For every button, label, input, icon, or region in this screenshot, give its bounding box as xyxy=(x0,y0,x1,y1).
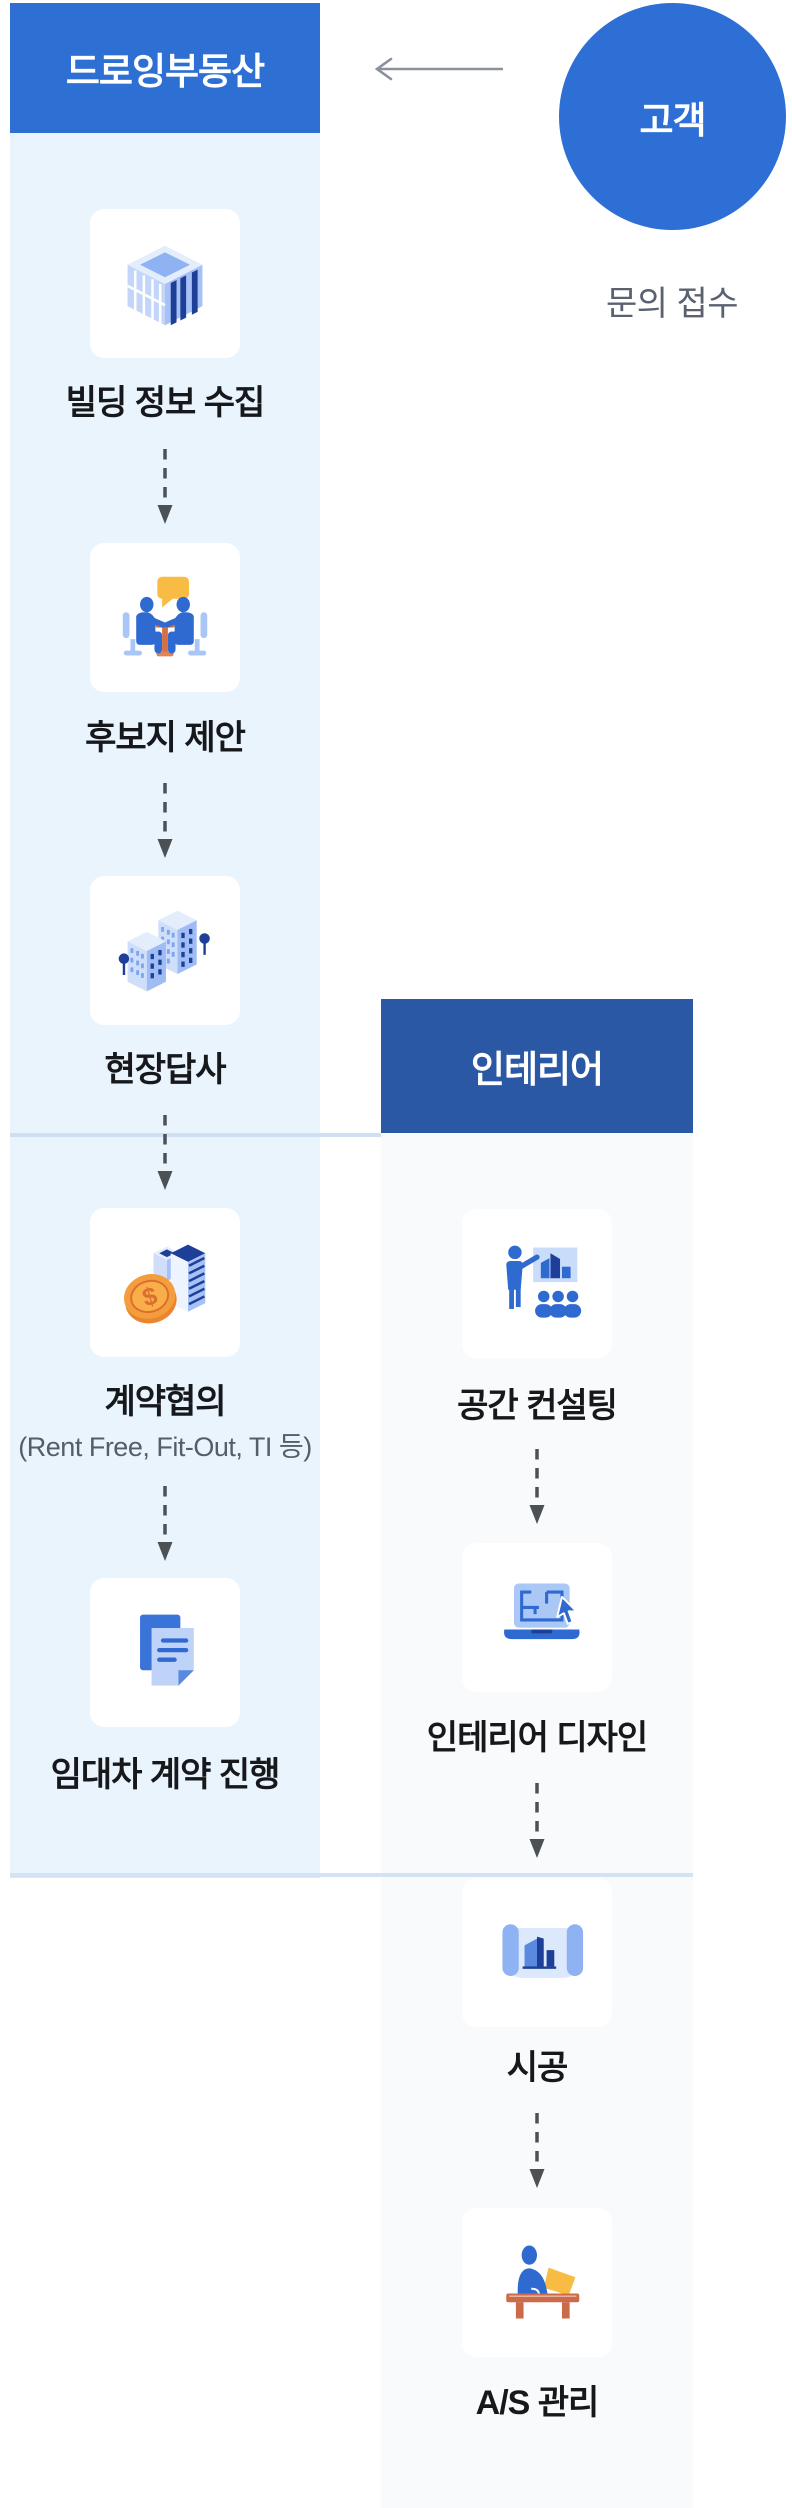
customer-label: 고객 xyxy=(639,99,706,141)
step-sublabel-contract-negotiation: (Rent Free, Fit-Out, TI 등) xyxy=(18,1432,312,1462)
step-card-contract-negotiation: $ xyxy=(90,1208,240,1357)
office-building-icon xyxy=(126,245,203,325)
step-label-lease-contract: 임대차 계약 진행 xyxy=(50,1756,281,1794)
step-label-contract-negotiation: 계약협의 xyxy=(104,1383,226,1421)
connector-line-bottom xyxy=(10,1873,693,1877)
step-card-interior-design xyxy=(462,1543,612,1692)
down-arrow-icon xyxy=(529,1449,545,1524)
step-card-as-management xyxy=(462,2208,612,2357)
step-label-interior-design: 인테리어 디자인 xyxy=(426,1719,648,1757)
contract-documents-icon xyxy=(140,1614,194,1686)
realestate-header: 드로잉부동산 xyxy=(10,3,320,133)
blueprint-construction-icon xyxy=(502,1923,584,1978)
left-arrow-icon xyxy=(374,57,503,81)
support-desk-icon xyxy=(506,2245,580,2319)
site-buildings-icon xyxy=(118,910,210,991)
step-label-as-management: A/S 관리 xyxy=(475,2384,600,2422)
step-card-space-consulting xyxy=(462,1209,612,1358)
realestate-header-title: 드로잉부동산 xyxy=(65,51,265,92)
laptop-floorplan-icon xyxy=(504,1582,580,1639)
connector-line-top xyxy=(10,1133,381,1137)
step-label-construction: 시공 xyxy=(506,2049,569,2087)
step-card-building-info xyxy=(90,209,240,358)
down-arrow-icon xyxy=(157,783,173,858)
step-label-building-info: 빌딩 정보 수집 xyxy=(65,384,266,422)
step-label-site-visit: 현장답사 xyxy=(104,1051,226,1089)
step-card-lease-contract xyxy=(90,1578,240,1727)
step-card-construction xyxy=(462,1878,612,2027)
step-card-site-proposal xyxy=(90,543,240,692)
interior-header-title: 인테리어 xyxy=(470,1049,604,1090)
step-label-space-consulting: 공간 컨설팅 xyxy=(457,1387,618,1425)
interior-header: 인테리어 xyxy=(381,999,693,1133)
inquiry-label: 문의 접수 xyxy=(605,285,739,323)
down-arrow-icon xyxy=(157,1115,173,1190)
down-arrow-icon xyxy=(529,1783,545,1858)
down-arrow-icon xyxy=(157,449,173,524)
space-consulting-presentation-icon xyxy=(506,1245,582,1318)
customer-circle: 고객 xyxy=(559,3,786,230)
down-arrow-icon xyxy=(529,2113,545,2188)
coin-building-icon: $ xyxy=(123,1244,206,1323)
step-label-site-proposal: 후보지 제안 xyxy=(85,719,246,757)
meeting-discussion-icon xyxy=(122,576,208,656)
down-arrow-icon xyxy=(157,1486,173,1561)
step-card-site-visit xyxy=(90,876,240,1025)
